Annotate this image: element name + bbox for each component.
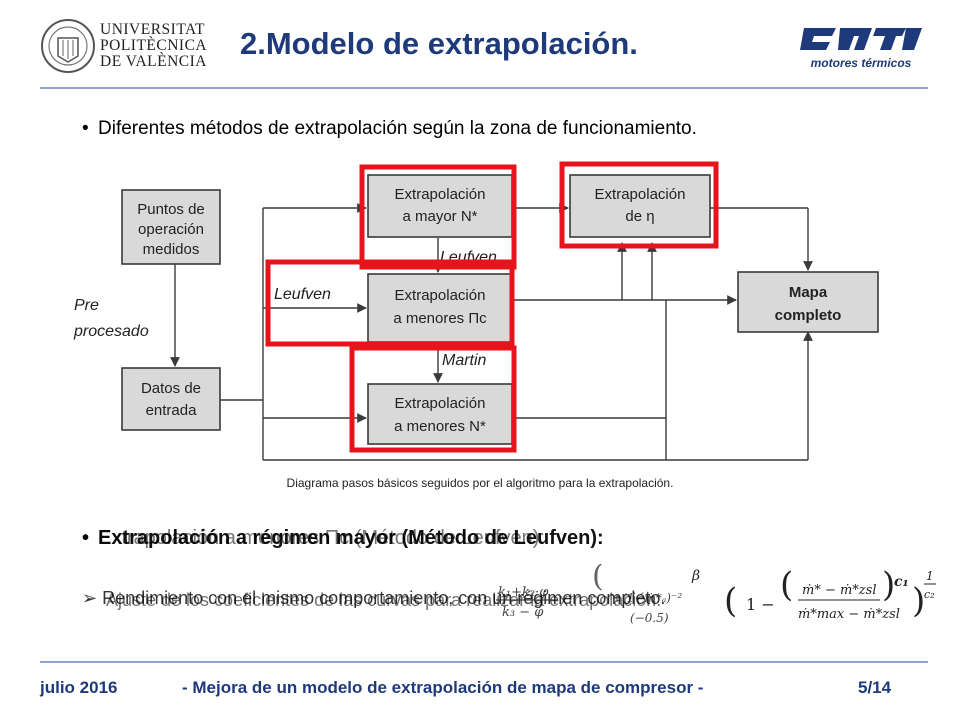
- svg-text:(: (: [780, 565, 793, 605]
- bullet-methods: •Diferentes métodos de extrapolación seg…: [82, 118, 697, 139]
- eta-line2: de η: [625, 208, 654, 225]
- menores-n-line1: Extrapolación: [395, 395, 486, 412]
- arrow-bullet-text: Rendimiento con el mismo comportamiento,…: [102, 588, 666, 608]
- extrapolation-flow-diagram: Puntos de operación medidos Datos de ent…: [73, 161, 879, 461]
- box-menores-n: [367, 383, 513, 445]
- svg-text:ṁ* − ṁ*zsl: ṁ* − ṁ*zsl: [802, 583, 877, 598]
- svg-text:β: β: [691, 568, 700, 584]
- svg-text:): ): [882, 565, 895, 605]
- puntos-line1: Puntos de: [137, 201, 205, 218]
- upv-seal-icon: [41, 19, 95, 73]
- highlight-eta: [559, 161, 719, 249]
- leufven-formula-image: k₁+k₂·φ k₃ − φ ( +(1−ṁ*ₐ)⁻² (−0.5) β ( 1…: [496, 564, 936, 625]
- box-eta: [569, 174, 711, 238]
- svg-text:ṁ*max − ṁ*zsl: ṁ*max − ṁ*zsl: [798, 607, 900, 622]
- svg-text:(−0.5): (−0.5): [630, 611, 669, 625]
- footer-date: julio 2016: [40, 678, 118, 697]
- box-mayor: [367, 174, 513, 238]
- slide-title: 2.Modelo de extrapolación.: [240, 26, 638, 61]
- box-menores-pi: [367, 273, 513, 343]
- cmt-logo: motores térmicos: [800, 22, 922, 76]
- highlight-leufven-mayor: [359, 164, 517, 270]
- label-pre: Pre: [74, 297, 99, 314]
- mapa-line2: completo: [775, 307, 842, 324]
- bullet-leufven: •Extrapolación a menores Πc (Método de L…: [82, 527, 604, 549]
- arrow-bullet-icon: ➢: [82, 588, 103, 608]
- footer-divider: [40, 661, 928, 663]
- datos-line2: entrada: [146, 402, 198, 419]
- bullet-leufven-text: Extrapolación a régimen mayor (Método de…: [98, 527, 604, 549]
- svg-text:(: (: [724, 581, 737, 621]
- footer-title: - Mejora de un modelo de extrapolación d…: [182, 678, 704, 697]
- cmt-wordmark-icon: [800, 28, 922, 50]
- box-mapa: [737, 271, 879, 333]
- mayor-line1: Extrapolación: [395, 186, 486, 203]
- header-divider: [40, 87, 928, 89]
- formula-fraction: k₁+k₂·φ: [498, 585, 549, 600]
- bullet-leufven-ghost: •Extrapolación a menores Πc (Método de L…: [82, 527, 545, 549]
- eta-line1: Extrapolación: [595, 186, 686, 203]
- label-procesado: procesado: [73, 323, 149, 340]
- menores-n-line2: a menores N*: [394, 418, 486, 435]
- svg-text:): ): [912, 581, 925, 621]
- puntos-line2: operación: [138, 221, 204, 238]
- cmt-subtitle: motores térmicos: [810, 56, 912, 70]
- label-martin: Martin: [442, 352, 487, 369]
- puntos-line3: medidos: [143, 241, 200, 258]
- svg-text:1 −: 1 −: [746, 595, 775, 614]
- menores-pi-line1: Extrapolación: [395, 287, 486, 304]
- mapa-line1: Mapa: [789, 284, 828, 301]
- menores-pi-line2: a menores Πc: [393, 310, 487, 327]
- svg-text:+(1−ṁ*ₐ)⁻²: +(1−ṁ*ₐ)⁻²: [612, 591, 682, 605]
- box-puntos: [121, 189, 221, 265]
- svg-text:k₃ − φ: k₃ − φ: [502, 605, 544, 620]
- svg-text:c₂: c₂: [924, 588, 935, 601]
- diagram-caption: Diagrama pasos básicos seguidos por el a…: [286, 476, 674, 490]
- datos-line1: Datos de: [141, 380, 201, 397]
- svg-text:1: 1: [926, 569, 934, 583]
- svg-text:c₁: c₁: [894, 574, 909, 590]
- bullet-methods-text: Diferentes métodos de extrapolación segú…: [98, 118, 697, 139]
- label-leufven-left: Leufven: [274, 286, 331, 303]
- mayor-line2: a mayor N*: [402, 208, 477, 225]
- highlight-martin: [349, 345, 517, 453]
- svg-text:(: (: [592, 564, 604, 594]
- footer-page-number: 5/14: [858, 678, 892, 697]
- arrow-bullet-ghost: Ajuste de los coeficientes de las curvas…: [106, 590, 662, 610]
- box-datos: [121, 367, 221, 431]
- arrow-bullet: Ajuste de los coeficientes de las curvas…: [82, 588, 666, 610]
- highlight-leufven-menores: [265, 259, 515, 347]
